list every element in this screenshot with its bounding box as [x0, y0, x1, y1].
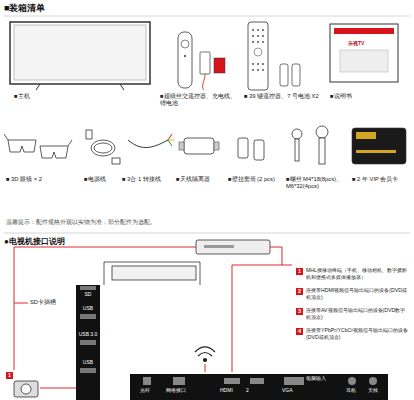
rear-panel-ground: [130, 374, 388, 400]
rule: [4, 16, 410, 17]
dvd-player-figure: [196, 240, 270, 254]
item-caption: ■螺丝 M4*18(8pcs)、M6*32(4pcs): [286, 176, 348, 190]
side-port-panel: SDUSBUSB 3.0USB: [76, 285, 102, 400]
glasses-figure: [4, 134, 72, 158]
callout-number: 4: [296, 328, 303, 335]
port-description: 连接带AV视频信号输出端口的设备(DVD数字机顶盒): [306, 307, 410, 320]
section-heading: ●电视机接口说明: [4, 237, 124, 247]
remote-figure: [248, 22, 300, 90]
section-heading: ■装箱清单: [4, 3, 94, 14]
item-caption: ■ 2 年 VIP 会员卡: [352, 176, 410, 183]
port-label: 网络接口: [166, 388, 186, 394]
port-description: 连接带YPbPr/YCbCr视频信号输出端口的设备(DVD或机顶盒): [306, 327, 410, 340]
port-label: SD: [76, 292, 100, 298]
manual-figure: [330, 24, 398, 82]
adapter-cable-figure: [128, 134, 174, 148]
item-caption: ■ 39 键遥控器、7 号电池 X2: [244, 93, 324, 100]
screw-figure: [292, 126, 328, 164]
vip-card-figure: [352, 128, 406, 164]
port-label: VGA: [282, 388, 293, 394]
part-label: SD卡插槽: [30, 299, 74, 306]
wire: [14, 247, 292, 388]
tv-figure: [10, 22, 150, 90]
port-label: USB: [76, 306, 100, 312]
tv-rear-figure: [104, 262, 200, 285]
port-label: 光纤: [140, 388, 150, 394]
port-description: MHL接移动终端（手机、移动相机、数字摄影机和便携式多媒体播放器）: [306, 267, 410, 280]
port-label: HDMI: [220, 388, 233, 394]
side-panel-ground: [76, 285, 100, 400]
item-caption: ■超级丝交遥控器、充电线、锂电池: [160, 93, 240, 107]
callout-number: 3: [296, 308, 303, 315]
brand-mark: 乐视TV: [348, 40, 388, 46]
port-label: 耳机: [346, 388, 356, 394]
item-caption: ■天线隔离器: [176, 176, 226, 183]
item-caption: ■ 3D 眼镜 × 2: [6, 176, 72, 183]
item-caption: ■电源线: [84, 176, 120, 183]
sleeve-figure: [238, 138, 264, 160]
remote-figure: [178, 32, 225, 90]
callout-number: 1: [6, 372, 13, 379]
isolator-figure: [179, 138, 219, 154]
item-caption: ■主机: [14, 93, 64, 100]
port-description: 连接带HDMI视频信号输出端口的设备(DVD或机顶盒): [306, 287, 410, 300]
camera-figure: [14, 381, 38, 397]
wifi-symbol: [195, 347, 215, 362]
item-caption: ■壁挂套筒 (2 pcs): [228, 176, 282, 183]
rear-port-panel: 光纤 网络接口 HDMI 2 VGA 电脑输入耳机 天线: [130, 374, 388, 400]
note-text: 温馨提示：配件规格外观以实物为准，部分配件为选配。: [6, 219, 406, 226]
power-cord-figure: [86, 130, 120, 164]
port-label: USB: [76, 360, 100, 366]
port-label: 电脑输入: [306, 376, 326, 382]
callout-number: 1: [296, 268, 303, 275]
item-caption: ■ 3合 1 转接线: [122, 176, 174, 183]
rule: [4, 233, 410, 234]
port-label: USB 3.0: [76, 332, 100, 338]
port-label: 天线: [368, 388, 378, 394]
callout-number: 2: [296, 288, 303, 295]
port-label: 2: [246, 388, 249, 394]
port-symbol: [143, 377, 377, 385]
item-caption: ■说明书: [330, 93, 390, 100]
